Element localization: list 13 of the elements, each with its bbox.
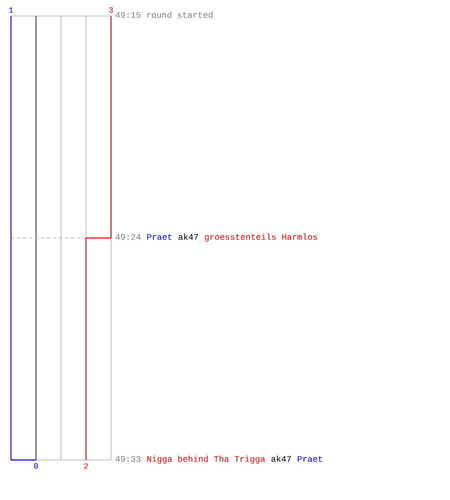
player-name: Praet (147, 234, 172, 240)
event-time: 49:33 (116, 456, 140, 462)
event-text: 49:15 round started (116, 12, 212, 18)
lane-number: 3 (109, 7, 113, 13)
event-time: 49:24 (116, 234, 141, 240)
player-name: Praet (298, 456, 322, 462)
weapon-name: ak47 (178, 234, 198, 240)
player-name: groesstenteils Harmlos (204, 234, 318, 242)
weapon-name: ak47 (271, 456, 291, 462)
lane-number: 2 (84, 463, 88, 469)
player-name: Nigga behind Tha Trigga (147, 456, 265, 464)
lane-number: 0 (34, 463, 38, 469)
lane-number: 1 (9, 7, 13, 13)
